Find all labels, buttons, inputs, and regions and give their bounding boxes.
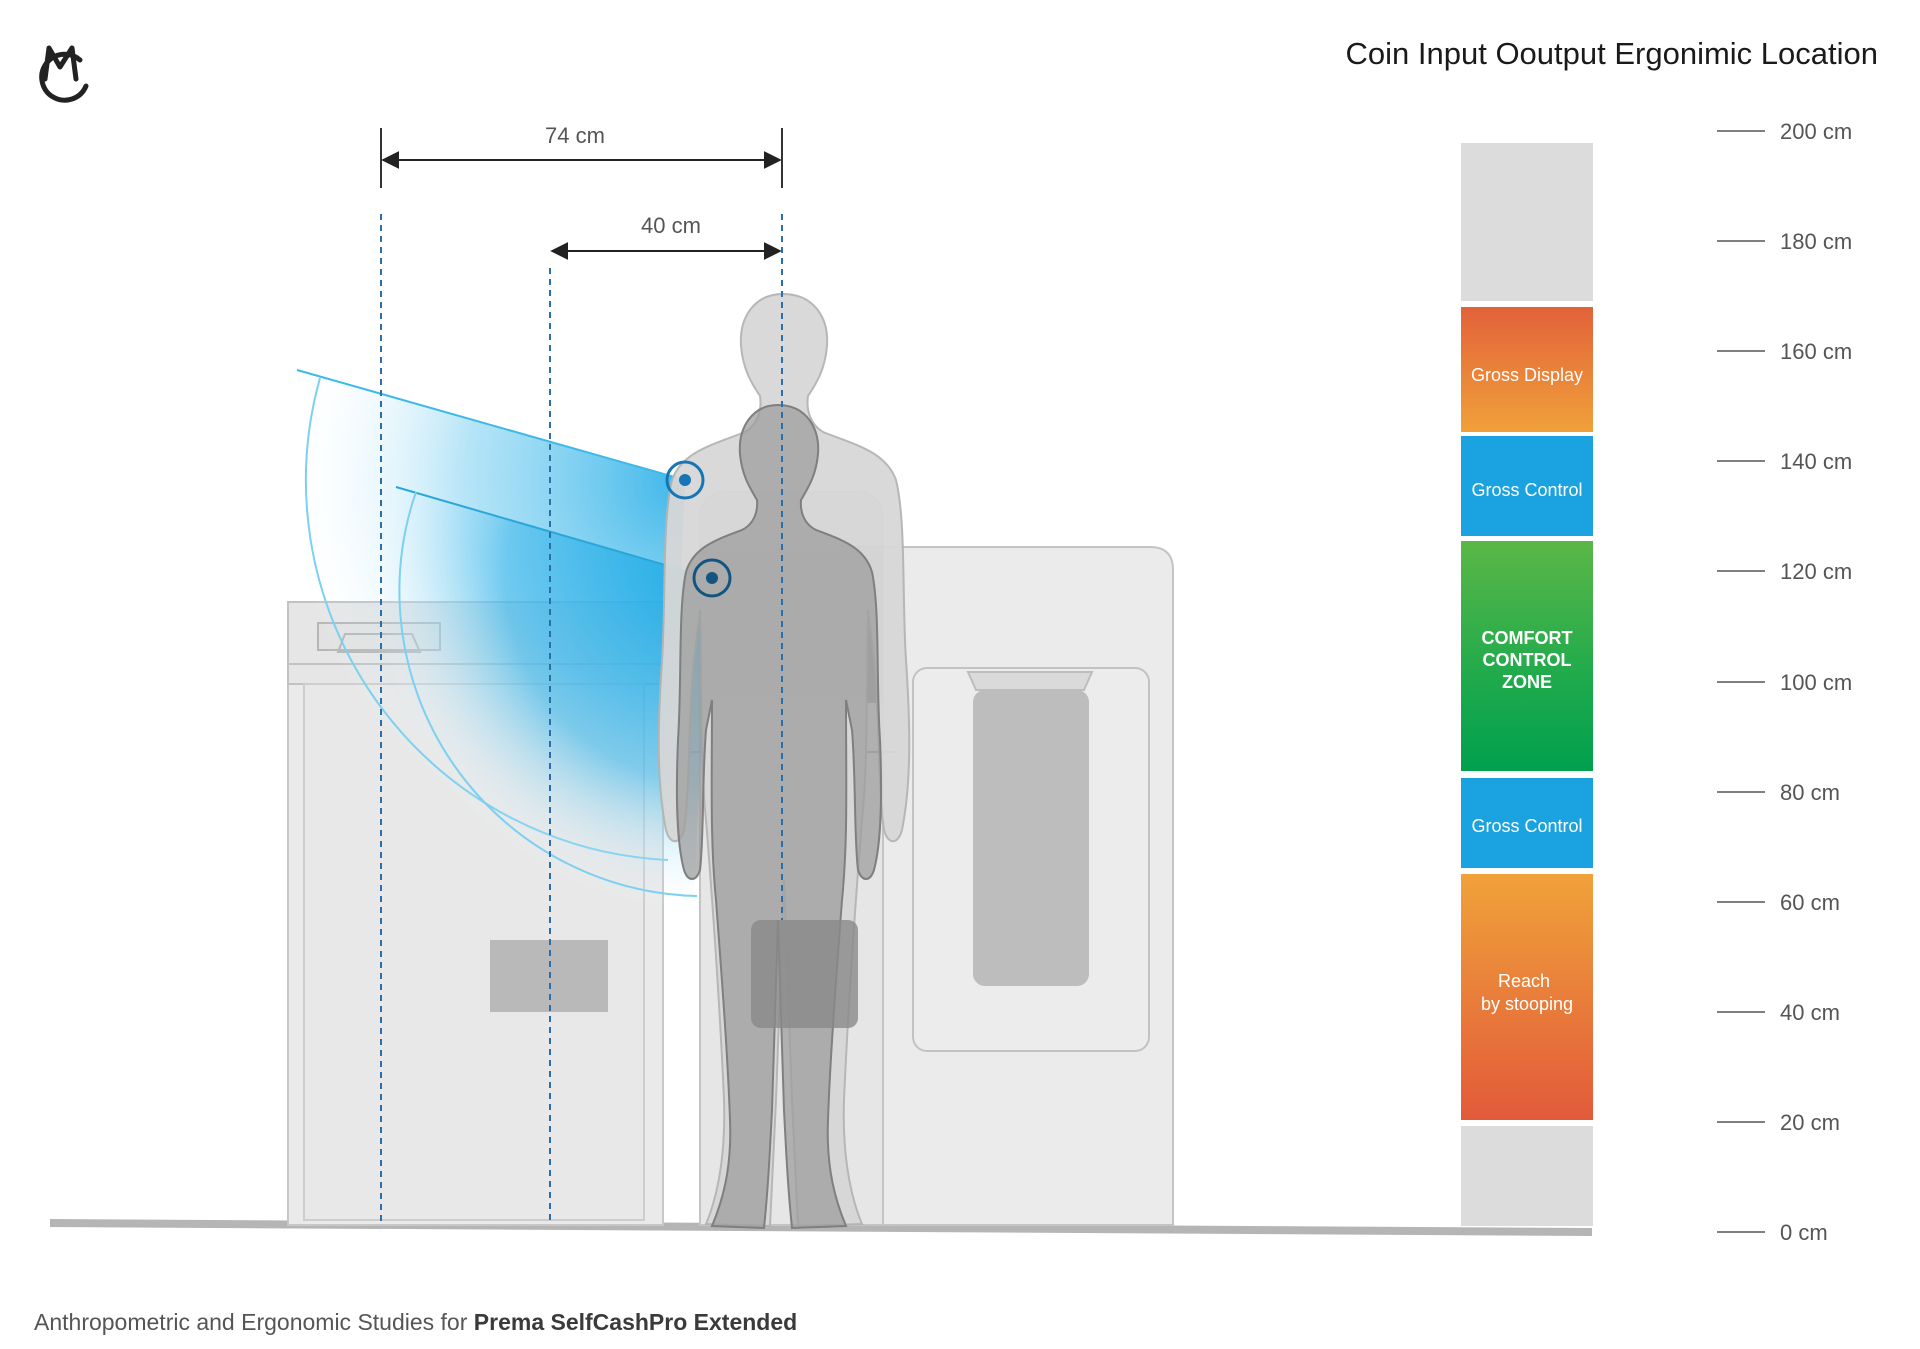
- zone-gross-control-lower: [1461, 778, 1593, 868]
- reach-envelope-lower: [381, 486, 711, 910]
- dimension-label-outer: 74 cm: [545, 123, 605, 148]
- zone-stooping: [1461, 874, 1593, 1120]
- shoulder-pivot-lower: [692, 558, 732, 598]
- zone-label-gross-control-upper: Gross Control: [1471, 480, 1582, 500]
- zone-label-gross-display: Gross Display: [1471, 365, 1583, 385]
- zone-label-stoop-1: Reach: [1498, 971, 1550, 991]
- scale-tick-label: 80 cm: [1780, 780, 1840, 805]
- scale-tick-label: 160 cm: [1780, 339, 1852, 364]
- zone-label-comfort-3: ZONE: [1502, 672, 1552, 692]
- scale-tick-label: 20 cm: [1780, 1110, 1840, 1135]
- height-scale: 200 cm 180 cm 160 cm 140 cm 120 cm 100 cm 80 c…: [1717, 119, 1852, 1245]
- zone-label-gross-control-lower: Gross Control: [1471, 816, 1582, 836]
- zone-label-stoop-2: by stooping: [1481, 994, 1573, 1014]
- reach-guide-lines: [380, 214, 783, 1225]
- ergonomic-zone-bar: Gross Display Gross Control COMFORT CONT…: [1461, 143, 1593, 1226]
- scale-tick-label: 140 cm: [1780, 449, 1852, 474]
- zone-gross-display: [1461, 307, 1593, 432]
- footer-caption: Anthropometric and Ergonomic Studies for…: [34, 1309, 797, 1335]
- shoulder-pivot-upper: [665, 460, 705, 500]
- dimension-label-inner: 40 cm: [641, 213, 701, 238]
- zone-comfort: [1461, 541, 1593, 771]
- footer-product: Prema SelfCashPro Extended: [474, 1309, 797, 1335]
- scale-tick-label: 60 cm: [1780, 890, 1840, 915]
- dimension-extension-lines: [380, 128, 783, 188]
- zone-gross-control-upper: [1461, 436, 1593, 536]
- zone-label-comfort-2: CONTROL: [1483, 650, 1572, 670]
- zone-neutral-bottom: [1461, 1126, 1593, 1226]
- diagram-title: Coin Input Ooutput Ergonimic Location: [1346, 36, 1878, 71]
- scale-tick-label: 100 cm: [1780, 670, 1852, 695]
- scale-tick-label: 180 cm: [1780, 229, 1852, 254]
- zone-neutral-top: [1461, 143, 1593, 301]
- brand-logo: [39, 45, 89, 103]
- scale-tick-label: 120 cm: [1780, 559, 1852, 584]
- scale-tick-label: 40 cm: [1780, 1000, 1840, 1025]
- zone-label-comfort-1: COMFORT: [1482, 628, 1573, 648]
- small-person-silhouette: [675, 403, 883, 1230]
- footer-prefix: Anthropometric and Ergonomic Studies for: [34, 1309, 474, 1335]
- scale-tick-label: 200 cm: [1780, 119, 1852, 144]
- scale-tick-label: 0 cm: [1780, 1220, 1828, 1245]
